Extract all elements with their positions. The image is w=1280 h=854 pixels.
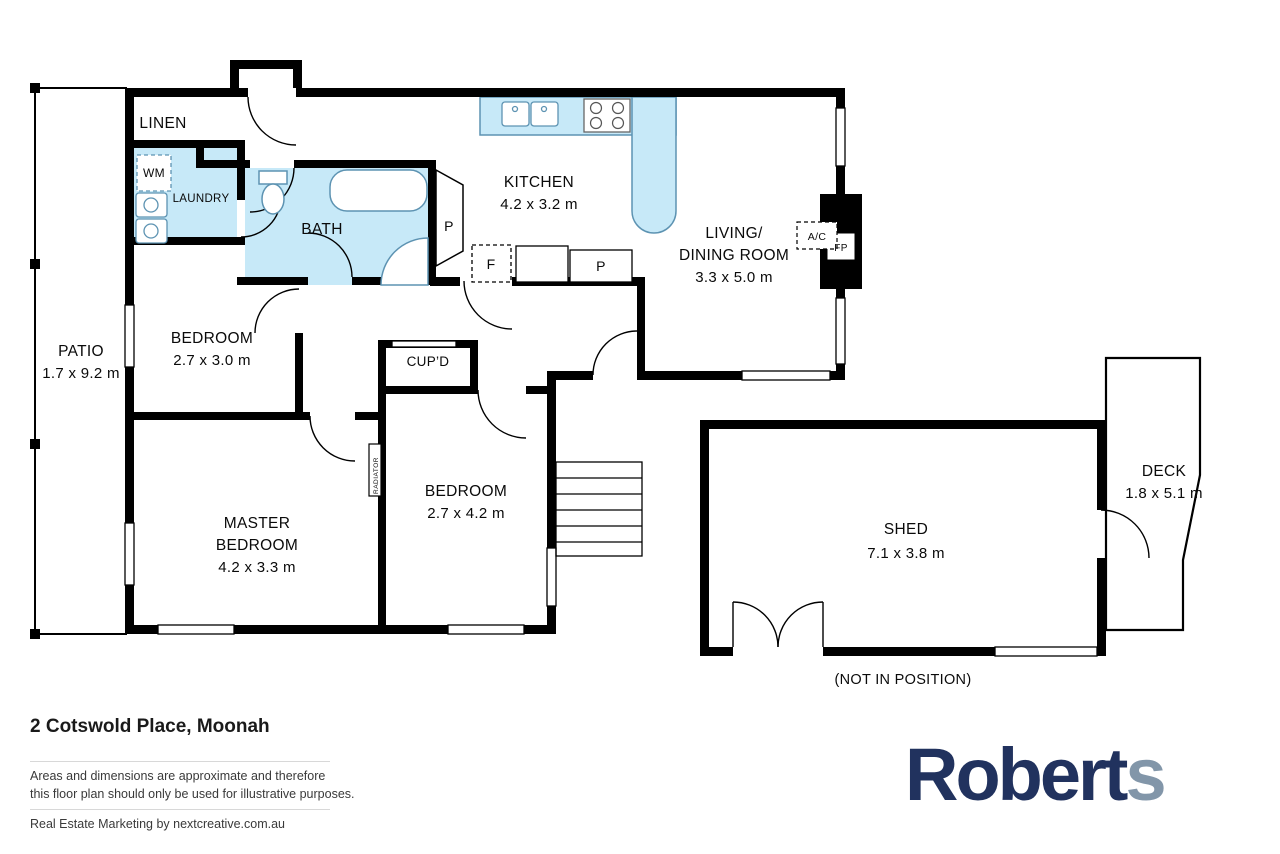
- bedroom1-label: BEDROOM: [171, 330, 253, 347]
- patio-dims: 1.7 x 9.2 m: [42, 365, 120, 382]
- pantry1-label: P: [444, 218, 454, 234]
- bath-label: BATH: [301, 221, 342, 238]
- ac-label: A/C: [808, 231, 827, 243]
- bedroom1-dims: 2.7 x 3.0 m: [173, 352, 251, 369]
- marketing-credit: Real Estate Marketing by nextcreative.co…: [30, 817, 285, 831]
- deck-dims: 1.8 x 5.1 m: [1125, 485, 1203, 502]
- kitchen-dims: 4.2 x 3.2 m: [500, 196, 578, 213]
- living-label-2: DINING ROOM: [679, 247, 789, 264]
- laundry-label: LAUNDRY: [173, 193, 230, 205]
- shed-note: (NOT IN POSITION): [835, 672, 972, 688]
- pantry2-label: P: [596, 258, 606, 274]
- roberts-logo: Roberts: [905, 738, 1167, 812]
- living-label-1: LIVING/: [705, 225, 763, 242]
- radiator-box: [368, 443, 382, 497]
- pantry-closet: [435, 168, 464, 268]
- kitchen-counter: [479, 96, 677, 234]
- wm-label: WM: [143, 166, 165, 180]
- disclaimer-line-1: Areas and dimensions are approximate and…: [30, 769, 326, 783]
- pantry2-box: [569, 249, 633, 283]
- ac-box: [796, 221, 838, 250]
- master-label-1: MASTER: [224, 515, 290, 532]
- roberts-logo-text: Robert: [905, 733, 1128, 816]
- linen-label: LINEN: [139, 115, 186, 132]
- laundry-tub-icons: [135, 192, 168, 244]
- deck-outline: [1104, 356, 1202, 632]
- toilet-icon: [258, 170, 288, 215]
- washing-machine-icon: [136, 154, 172, 192]
- bench-box: [515, 245, 569, 283]
- fridge-box: [471, 244, 512, 283]
- floor-plan: LINEN WM LAUNDRY BATH P F P KITCHEN 4.2 …: [30, 60, 1203, 688]
- patio-outline: [34, 87, 127, 635]
- living-dims: 3.3 x 5.0 m: [695, 269, 773, 286]
- master-label-2: BEDROOM: [216, 537, 298, 554]
- shed-dims: 7.1 x 3.8 m: [867, 545, 945, 562]
- roberts-logo-s-icon: s: [1125, 733, 1166, 816]
- corner-basin-icon: [380, 237, 429, 286]
- fridge-label: F: [487, 256, 496, 272]
- patio-label: PATIO: [58, 343, 104, 360]
- bedroom2-dims: 2.7 x 4.2 m: [427, 505, 505, 522]
- shed-label: SHED: [884, 521, 928, 538]
- stairs: [555, 461, 643, 557]
- radiator-label: RADIATOR: [373, 457, 380, 494]
- windows: [124, 107, 1098, 657]
- divider-bottom: [30, 809, 330, 810]
- cupd-label: CUP’D: [407, 354, 450, 369]
- bedroom2-label: BEDROOM: [425, 483, 507, 500]
- door-arcs: [240, 96, 1150, 648]
- wet-areas: [133, 148, 428, 285]
- disclaimer-line-2: this floor plan should only be used for …: [30, 787, 355, 801]
- address-title: 2 Cotswold Place, Moonah: [30, 716, 270, 737]
- bathtub-icon: [329, 169, 428, 212]
- kitchen-label: KITCHEN: [504, 174, 574, 191]
- fp-label: FP: [834, 243, 847, 254]
- deck-label: DECK: [1142, 463, 1187, 480]
- divider-top: [30, 761, 330, 762]
- master-dims: 4.2 x 3.3 m: [218, 559, 296, 576]
- stove-icon: [583, 98, 631, 133]
- patio-posts: [30, 83, 40, 639]
- kitchen-sink-icon: [501, 101, 559, 127]
